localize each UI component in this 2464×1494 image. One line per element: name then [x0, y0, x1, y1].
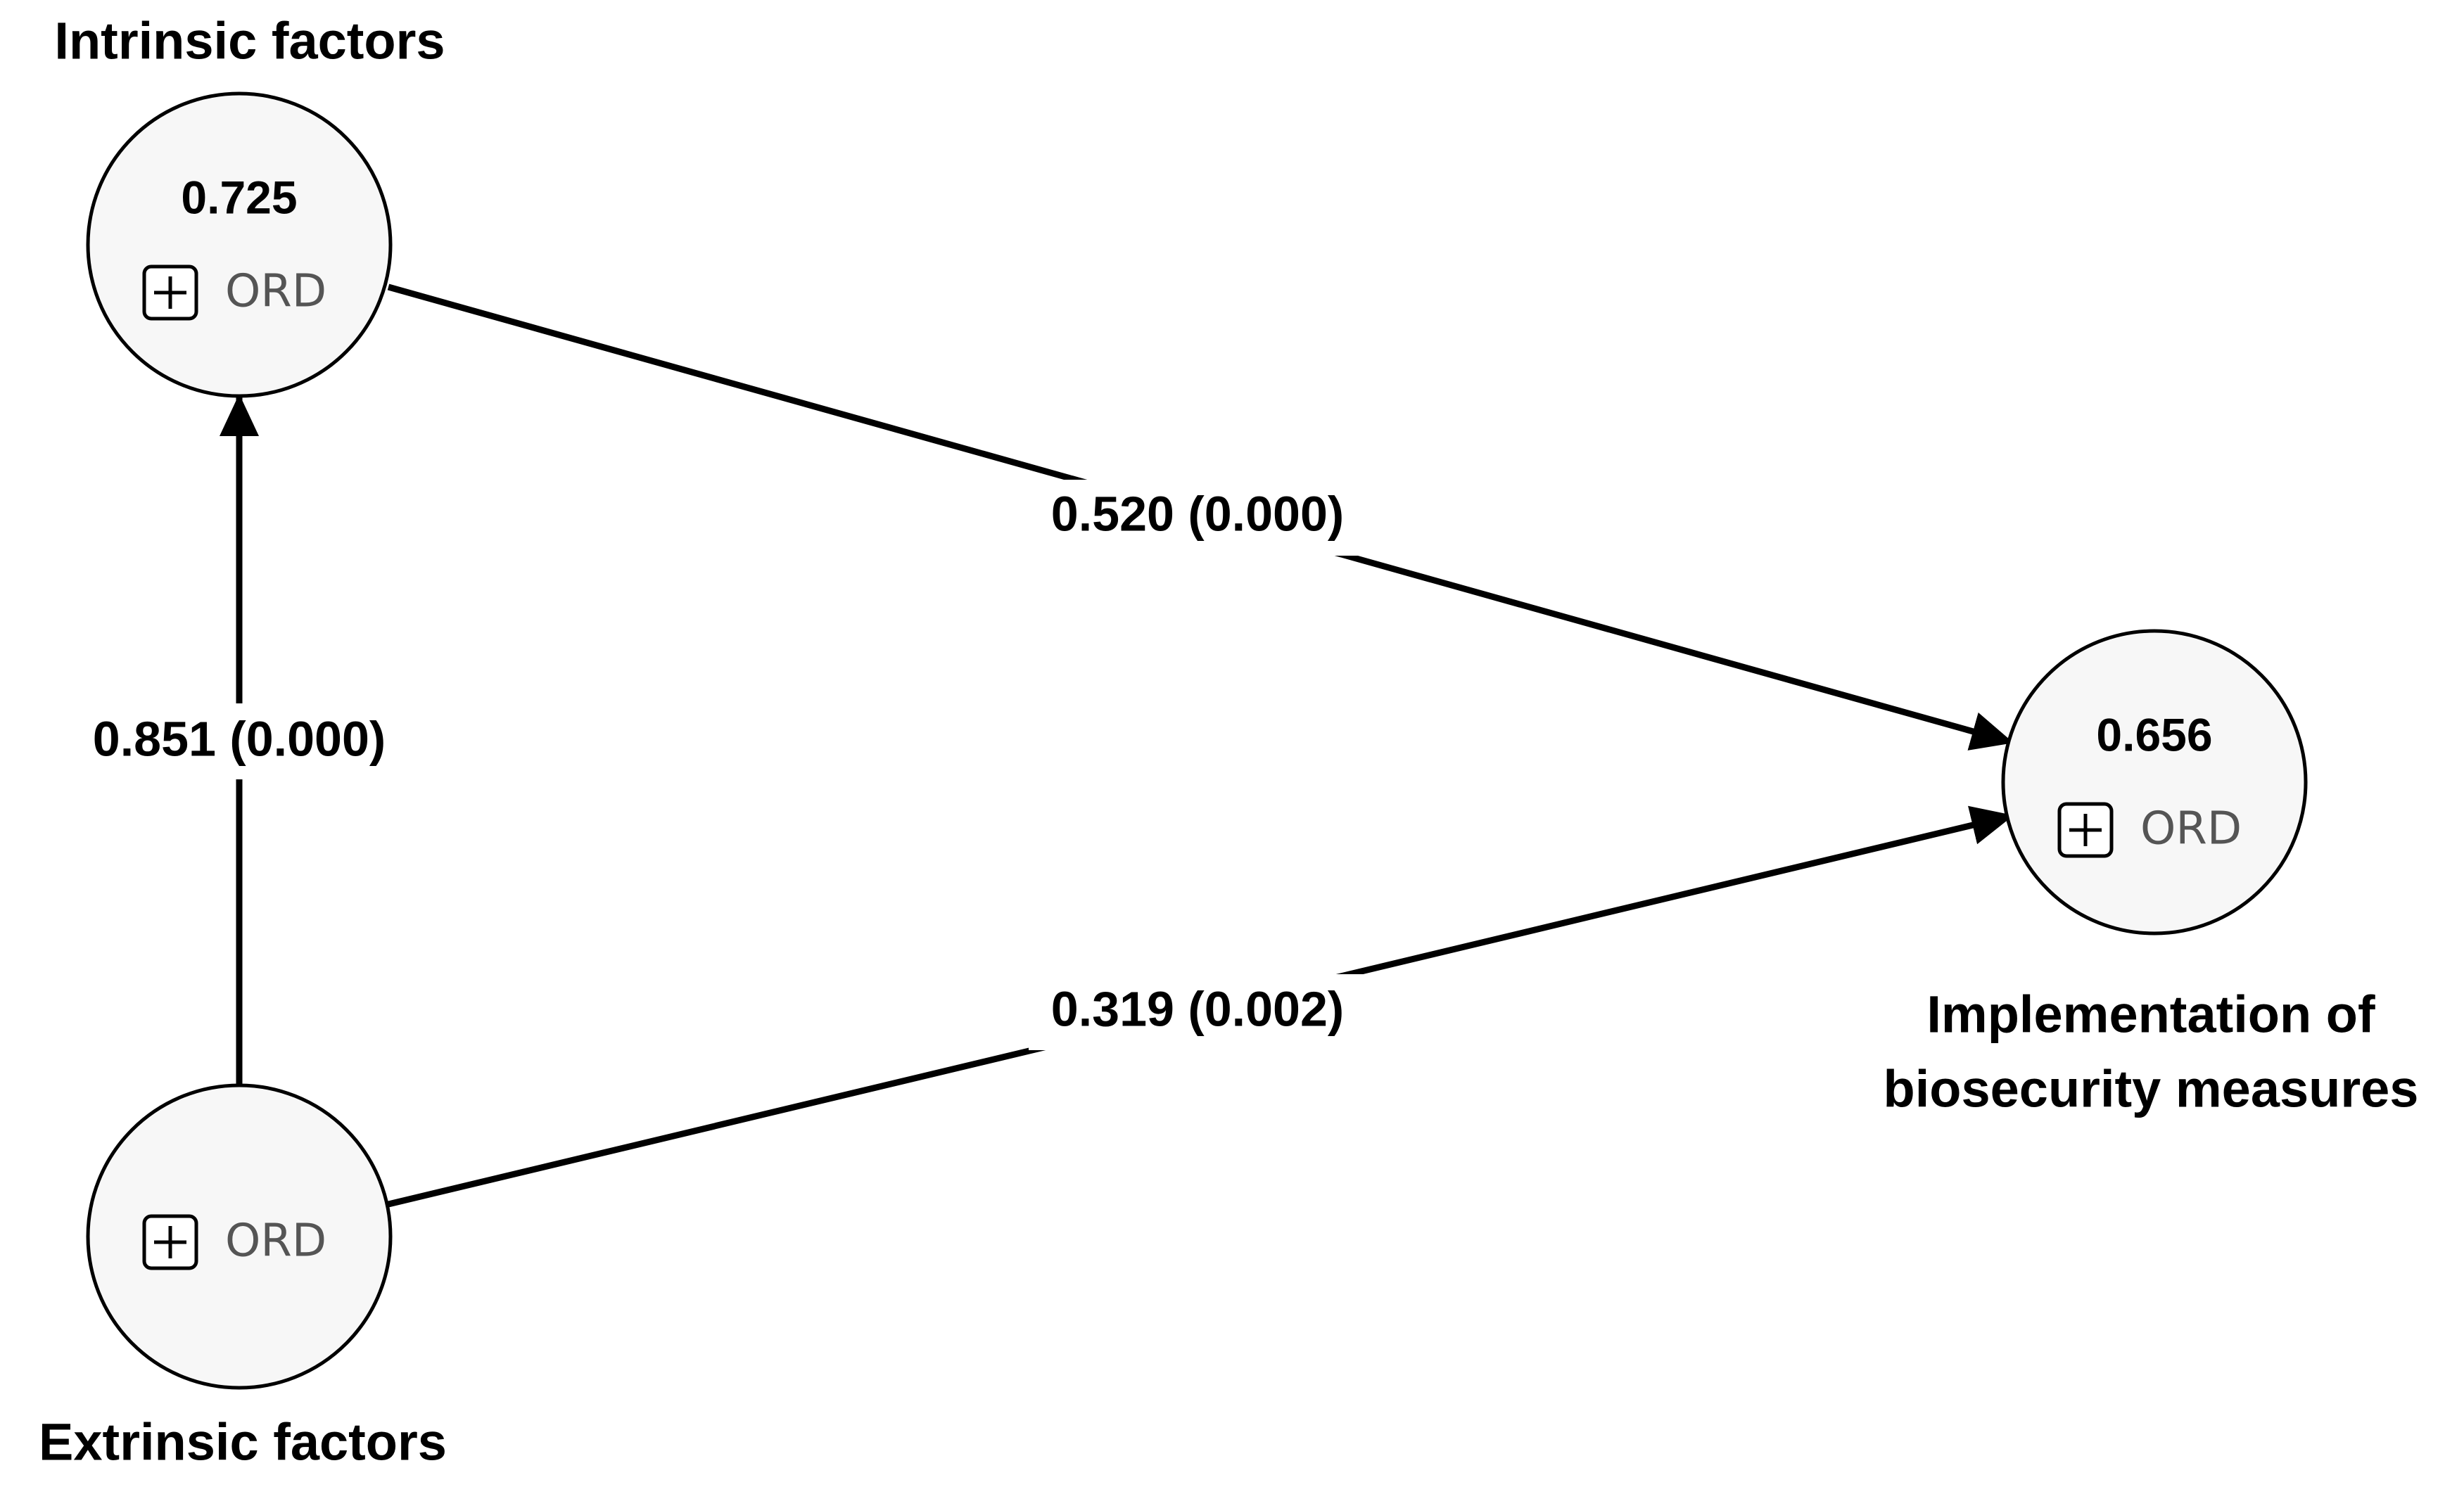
- edge-label-extrinsic-implementation: 0.319 (0.002): [1051, 981, 1344, 1036]
- indicator-label-implementation: ORD: [2140, 803, 2242, 855]
- node-extrinsic-factors[interactable]: ORD Extrinsic factors: [39, 1083, 447, 1471]
- indicator-label-intrinsic: ORD: [225, 266, 326, 318]
- node-value-implementation: 0.656: [2096, 708, 2212, 760]
- edge-extrinsic-to-intrinsic[interactable]: 0.851 (0.000): [67, 394, 405, 1085]
- node-intrinsic-factors[interactable]: Intrinsic factors 0.725 ORD: [54, 12, 445, 398]
- expand-plus-icon[interactable]: [2057, 802, 2114, 858]
- indicator-label-extrinsic: ORD: [225, 1215, 326, 1268]
- node-value-intrinsic: 0.725: [181, 171, 297, 223]
- edge-intrinsic-to-implementation[interactable]: 0.520 (0.000): [387, 283, 2014, 751]
- node-label-implementation-line2: biosecurity measures: [1884, 1060, 2419, 1118]
- expand-plus-icon[interactable]: [142, 264, 198, 321]
- expand-plus-icon[interactable]: [142, 1214, 198, 1270]
- node-implementation-biosecurity[interactable]: 0.656 ORD Implementation of biosecurity …: [1884, 629, 2419, 1118]
- node-label-implementation-line1: Implementation of: [1926, 985, 2375, 1044]
- node-label-extrinsic: Extrinsic factors: [39, 1413, 447, 1471]
- node-label-intrinsic: Intrinsic factors: [54, 12, 445, 70]
- edge-label-intrinsic-implementation: 0.520 (0.000): [1051, 486, 1344, 541]
- edge-extrinsic-to-implementation[interactable]: 0.319 (0.002): [387, 805, 2014, 1208]
- edge-label-extrinsic-intrinsic: 0.851 (0.000): [93, 711, 386, 766]
